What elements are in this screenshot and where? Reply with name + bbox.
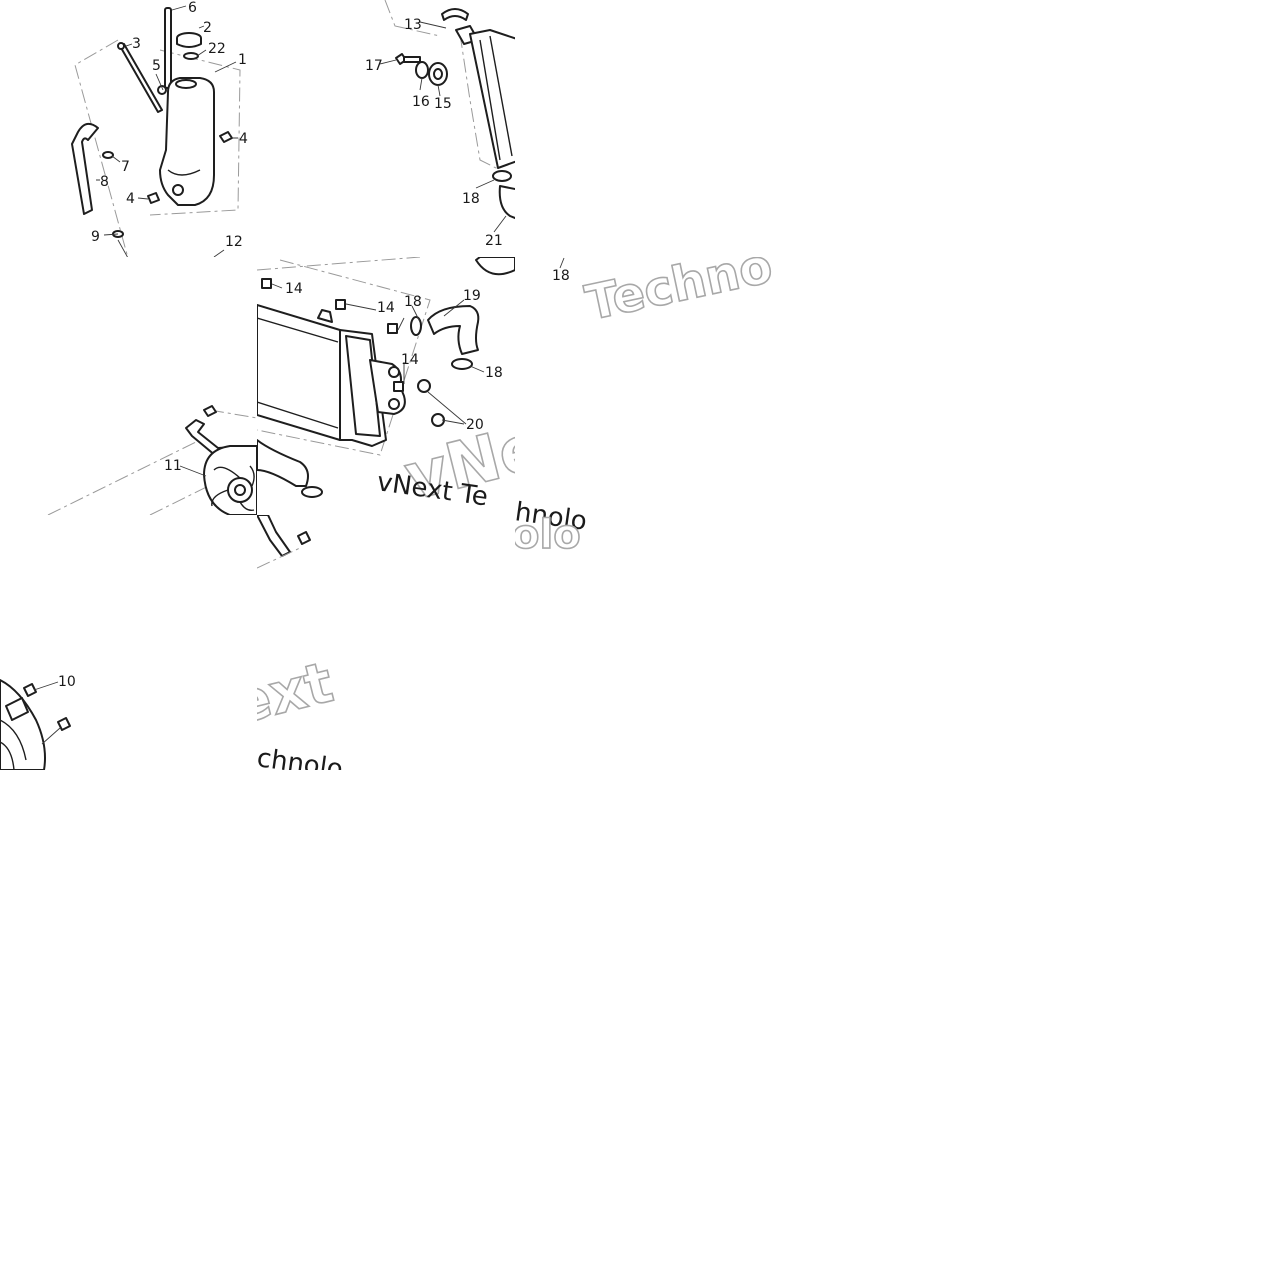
tank-bracket [119, 43, 163, 113]
expansion-tank [159, 77, 215, 206]
grommet-5 [157, 85, 167, 95]
clip-nut-14-a [261, 278, 272, 289]
leader-18-right [559, 257, 565, 269]
label-part-8: 8 [100, 174, 109, 190]
label-part-18-lower: 18 [485, 365, 503, 381]
label-part-19: 19 [463, 288, 481, 304]
label-part-5: 5 [152, 58, 161, 74]
watermark-fragment-e: olo [512, 512, 581, 558]
label-part-13: 13 [404, 17, 422, 33]
tile-radiator-core [257, 257, 515, 498]
label-part-16: 16 [412, 94, 430, 110]
radiator-side-tank [469, 29, 515, 169]
cap-washer [183, 52, 199, 60]
watermark-fragment-g: chnolo [255, 743, 345, 785]
tile-expansion-tank [71, 5, 241, 257]
hose-clamp-18-lower [451, 358, 473, 370]
fwd-arrow-icon [520, 8, 556, 34]
rubber-grommet-13 [441, 8, 469, 21]
label-part-6: 6 [188, 0, 197, 16]
rubber-mount-20-a [417, 379, 431, 393]
clip-nut-14-c [387, 323, 398, 334]
label-part-18-right: 18 [552, 268, 570, 284]
label-part-17: 17 [365, 58, 383, 74]
label-part-21: 21 [485, 233, 503, 249]
hose-clamp-7 [102, 151, 114, 159]
hose-clamp-18-mid [410, 316, 422, 336]
vent-tube [164, 7, 172, 89]
hose-clamp-18-top [492, 170, 512, 182]
label-part-7: 7 [121, 159, 130, 175]
label-part-14-c: 14 [401, 352, 419, 368]
radiator-hose-19 [427, 305, 480, 355]
coolant-hose-21 [498, 185, 515, 220]
washer-16 [415, 61, 429, 79]
tile-fan-continuation [257, 515, 311, 569]
label-part-2: 2 [203, 20, 212, 36]
label-part-22: 22 [208, 41, 226, 57]
fan-shroud-top [257, 439, 309, 487]
clip-nut-14-d [393, 381, 404, 392]
watermark-fragment-a: Techno [581, 238, 777, 332]
watermark-fragment-f: ext [226, 650, 340, 737]
label-part-12: 12 [225, 234, 243, 250]
label-part-10: 10 [58, 674, 76, 690]
overflow-hose [71, 122, 99, 215]
label-part-3: 3 [132, 36, 141, 52]
label-part-18-mid: 18 [404, 294, 422, 310]
label-part-18-top: 18 [462, 191, 480, 207]
screw-4-lower [147, 192, 160, 204]
label-part-15: 15 [434, 96, 452, 112]
tile-fan [47, 405, 257, 515]
label-part-4-lower: 4 [126, 191, 135, 207]
label-part-11: 11 [164, 458, 182, 474]
clip-nut-14-b [335, 299, 346, 310]
label-part-20: 20 [466, 417, 484, 433]
tile-fan-lower [0, 679, 71, 770]
label-part-4-upper: 4 [239, 131, 248, 147]
screw-4-upper [219, 131, 233, 143]
label-part-9: 9 [91, 229, 100, 245]
radiator-core [257, 304, 341, 441]
label-part-1: 1 [238, 52, 247, 68]
tile-radiator-top [379, 0, 556, 233]
hose-clamp-bottom [301, 486, 323, 498]
label-part-14-a: 14 [285, 281, 303, 297]
label-part-14-b: 14 [377, 300, 395, 316]
